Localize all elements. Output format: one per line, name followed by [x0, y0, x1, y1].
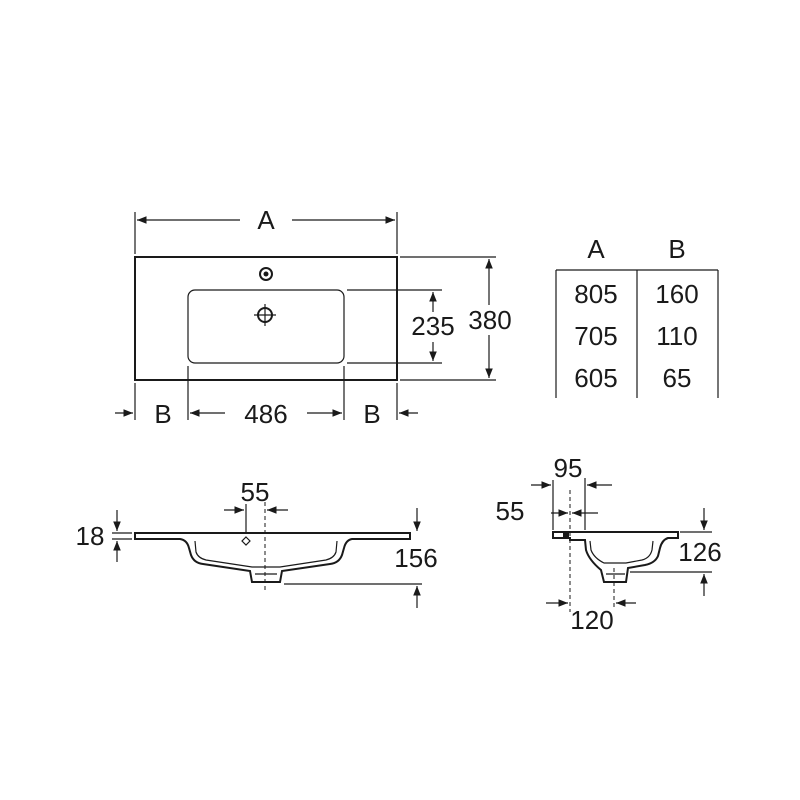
dimension-basin-depth: 235: [347, 289, 455, 364]
rim-thickness-label: 18: [76, 521, 105, 551]
dimension-table: A B 805 160 705 110 605 65: [555, 234, 719, 398]
tap-hole-icon: [259, 267, 273, 281]
table-cell: 705: [574, 321, 617, 351]
dimension-tap-depth: 95: [531, 453, 612, 530]
table-cell: 605: [574, 363, 617, 393]
depth-label: 380: [468, 305, 511, 335]
table-cell: 65: [663, 363, 692, 393]
side-tap-offset-label: 55: [496, 496, 525, 526]
table-header-b: B: [668, 234, 685, 264]
tap-hole-icon: [241, 536, 251, 546]
table-cell: 805: [574, 279, 617, 309]
dimension-side-height: 126: [630, 508, 722, 596]
dimension-a: A: [134, 205, 398, 254]
dimension-bottom-row: B 486 B: [115, 366, 418, 429]
dimension-a-label: A: [257, 205, 275, 235]
tap-depth-label: 95: [554, 453, 583, 483]
left-side-label: B: [154, 399, 171, 429]
top-view: A 235 380 B 486: [115, 205, 512, 429]
front-section: 55 18 156: [76, 477, 438, 608]
tap-hole-marker: [563, 533, 569, 538]
side-section-profile: [552, 531, 679, 583]
side-section: 95 55 126 120: [496, 453, 722, 635]
washbasin-outline: [134, 256, 398, 381]
dimension-depth: 380: [400, 256, 512, 381]
basin-bowl-outline: [187, 289, 345, 364]
table-header-a: A: [587, 234, 605, 264]
dimension-tap-offset: 55: [224, 477, 288, 514]
dimension-front-height: 156: [284, 508, 438, 608]
dimension-rim-thickness: 18: [76, 510, 132, 562]
drain-offset-label: 120: [570, 605, 613, 635]
dimension-drain-offset: 120: [546, 599, 636, 635]
table-cell: 160: [655, 279, 698, 309]
front-tap-offset-label: 55: [241, 477, 270, 507]
table-cell: 110: [656, 321, 697, 351]
front-height-label: 156: [394, 543, 437, 573]
basin-depth-label: 235: [411, 311, 454, 341]
drain-icon: [254, 304, 276, 326]
side-height-label: 126: [678, 537, 721, 567]
front-section-profile: [134, 532, 411, 583]
basin-width-label: 486: [244, 399, 287, 429]
right-side-label: B: [363, 399, 380, 429]
dimension-side-tap-offset: 55: [496, 496, 598, 526]
